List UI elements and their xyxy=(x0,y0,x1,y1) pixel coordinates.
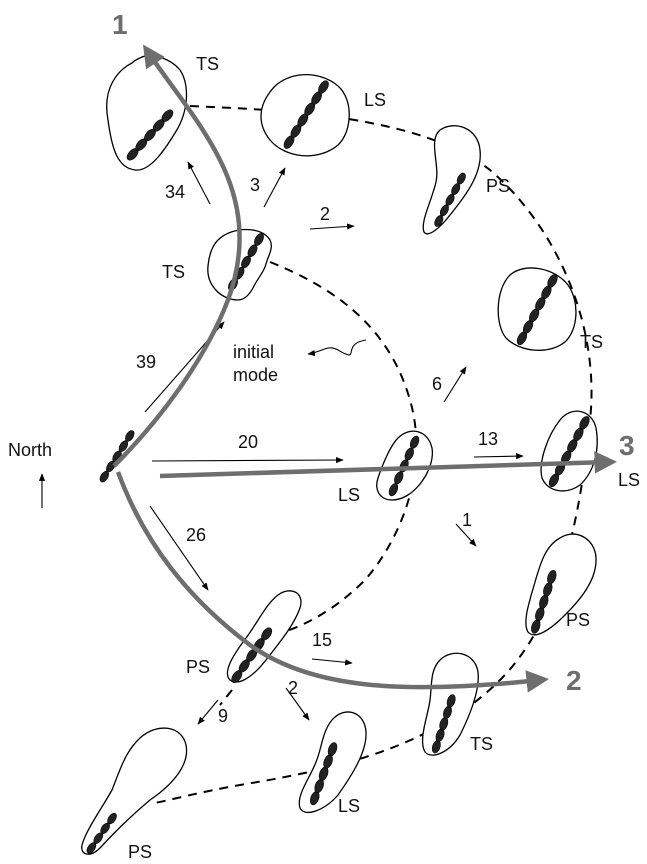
node-label-ps-mid: PS xyxy=(186,657,210,677)
node-ls-top xyxy=(260,74,350,157)
arrow-t3 xyxy=(263,167,286,208)
node-ls-right xyxy=(540,410,598,492)
route-3-arrow xyxy=(159,451,617,479)
initial-mode-squiggle-arrow xyxy=(307,339,367,357)
node-label-ts-bottom: TS xyxy=(470,734,493,754)
count-t6: 6 xyxy=(432,374,442,394)
count-t13: 13 xyxy=(478,429,498,449)
lower-left-dashed-path xyxy=(219,689,233,706)
node-label-ls-top: LS xyxy=(364,90,386,110)
node-label-ps-top-right: PS xyxy=(486,176,510,196)
arrow-t6 xyxy=(443,366,467,403)
arrow-t13 xyxy=(473,453,524,460)
node-label-ls-right: LS xyxy=(618,470,640,490)
initial-mode-label-line1: initial xyxy=(233,342,274,362)
node-ts-right xyxy=(497,267,577,351)
node-ts-top-left xyxy=(106,55,188,171)
node-label-ts-inner: TS xyxy=(162,262,185,282)
arrow-t26 xyxy=(149,505,209,591)
node-ls-bottom xyxy=(298,711,367,813)
route-1-label: 1 xyxy=(112,9,128,40)
arrow-t1 xyxy=(455,523,477,547)
north-label: North xyxy=(8,440,52,460)
route-3-label: 3 xyxy=(619,430,635,461)
route-1-arrow xyxy=(112,44,242,468)
node-ps-mid xyxy=(226,590,302,684)
initial-mode-label-line2: mode xyxy=(233,365,278,385)
outer-cycle-dashed-path xyxy=(154,105,593,804)
node-label-ps-bottom-left: PS xyxy=(128,842,152,862)
node-label-ls-inner: LS xyxy=(338,485,360,505)
node-ps-bottom-left xyxy=(81,727,188,855)
count-t9: 9 xyxy=(218,706,228,726)
arrow-t2a xyxy=(309,223,355,230)
node-label-ps-right: PS xyxy=(566,610,590,630)
node-ts-inner xyxy=(207,228,272,301)
node-label-ls-bottom: LS xyxy=(338,796,360,816)
node-ps-top-right xyxy=(422,125,481,235)
arrow-t9 xyxy=(197,699,219,725)
node-label-ts-top-left: TS xyxy=(196,54,219,74)
node-ts-bottom xyxy=(421,652,479,756)
count-t20: 20 xyxy=(238,432,258,452)
count-t26: 26 xyxy=(186,525,206,545)
count-t2a: 2 xyxy=(320,204,330,224)
count-t39: 39 xyxy=(136,352,156,372)
node-label-ts-right: TS xyxy=(580,332,603,352)
count-t3: 3 xyxy=(250,175,260,195)
count-t15: 15 xyxy=(312,630,332,650)
node-ls-inner xyxy=(376,430,434,501)
count-t34: 34 xyxy=(165,182,185,202)
count-t2b: 2 xyxy=(288,678,298,698)
node-ps-right xyxy=(525,533,597,636)
arrow-t34 xyxy=(187,161,211,205)
arrow-t15 xyxy=(311,658,353,666)
route-2-label: 2 xyxy=(566,665,582,696)
arrow-t2b xyxy=(285,687,310,721)
arrow-t20 xyxy=(151,456,344,464)
count-t1: 1 xyxy=(462,510,472,530)
route-2-arrow xyxy=(115,471,549,693)
